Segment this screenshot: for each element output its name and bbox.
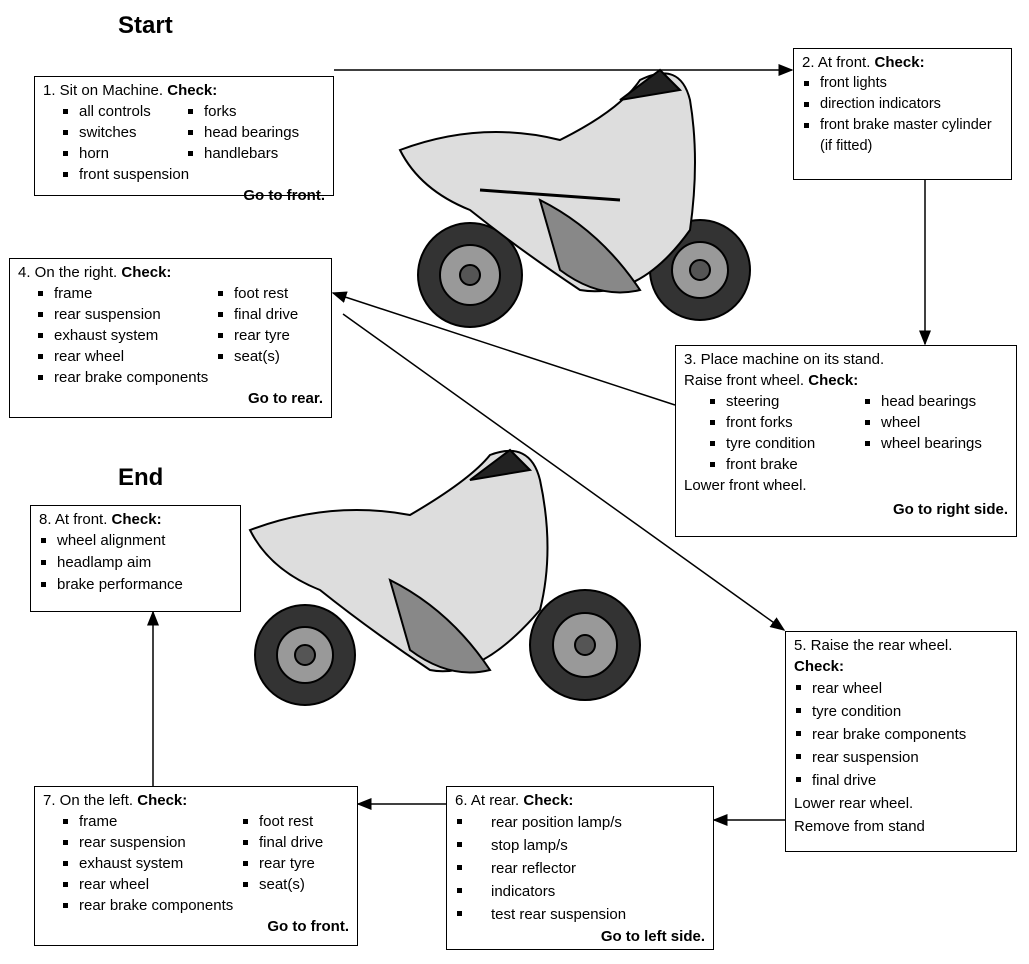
check-label: Check: — [523, 792, 574, 809]
check-label: Check: — [808, 372, 859, 389]
step-heading: 6. At rear. Check: — [455, 790, 705, 811]
step-heading: 2. At front. Check: — [802, 52, 1003, 73]
list-item: seat(s) — [216, 346, 298, 367]
list-item: switches — [61, 122, 186, 143]
list-item: rear tyre — [216, 325, 298, 346]
list-item: rear wheel — [61, 874, 241, 895]
motorcycle-illustration-top — [398, 68, 751, 328]
check-label: Check: — [121, 264, 172, 281]
list-item: headlamp aim — [39, 552, 232, 574]
list-item: wheel — [863, 412, 982, 433]
list-item: frame — [61, 811, 241, 832]
list-item: foot rest — [216, 283, 298, 304]
list-item: exhaust system — [61, 853, 241, 874]
list-item: exhaust system — [36, 325, 216, 346]
list-item: rear suspension — [36, 304, 216, 325]
list-item: rear brake components — [61, 895, 241, 916]
list-item: head bearings — [863, 391, 982, 412]
step-heading: 8. At front. Check: — [39, 509, 232, 530]
step-heading: 1. Sit on Machine. Check: — [43, 80, 325, 101]
list-item: horn — [61, 143, 186, 164]
list-item: tyre condition — [794, 700, 1008, 723]
heading-text: 6. At rear. — [455, 792, 520, 809]
heading-text: 7. On the left. — [43, 792, 134, 809]
heading-text: 8. At front. — [39, 511, 108, 528]
motorcycle-illustration-bottom — [248, 448, 641, 706]
list-item: rear tyre — [241, 853, 323, 874]
list-item: indicators — [455, 880, 705, 903]
check-label: Check: — [137, 792, 188, 809]
go-to-label: Go to left side. — [600, 928, 705, 945]
list-item: final drive — [216, 304, 298, 325]
list-item: foot rest — [241, 811, 323, 832]
heading-text: 2. At front. — [802, 54, 871, 71]
list-item: seat(s) — [241, 874, 323, 895]
list-item: front forks — [708, 412, 863, 433]
step-heading: 3. Place machine on its stand. — [684, 351, 885, 368]
list-item: rear reflector — [455, 857, 705, 880]
arrow-3-to-4 — [331, 291, 676, 406]
step-subheading: Raise front wheel. Check: — [684, 370, 1008, 391]
list-item: test rear suspension — [455, 903, 705, 926]
list-item: rear brake components — [794, 723, 1008, 746]
check-label: Check: — [874, 54, 925, 71]
step-3-box: 3. Place machine on its stand. Raise fro… — [675, 345, 1017, 537]
go-to-label: Go to right side. — [893, 501, 1008, 518]
after-text: Lower rear wheel. — [794, 795, 914, 812]
after-text: Lower front wheel. — [684, 477, 807, 494]
list-item: steering — [708, 391, 863, 412]
list-item: handlebars — [186, 143, 299, 164]
list-item: rear brake components — [36, 367, 216, 388]
list-item: rear wheel — [794, 677, 1008, 700]
list-item: head bearings — [186, 122, 299, 143]
heading-text: Raise front wheel. — [684, 372, 805, 389]
go-to-label: Go to front. — [243, 187, 325, 204]
list-item: tyre condition — [708, 433, 863, 454]
step-heading: 7. On the left. Check: — [43, 790, 349, 811]
end-title: End — [118, 464, 164, 491]
heading-text: 4. On the right. — [18, 264, 118, 281]
list-item: brake performance — [39, 574, 232, 596]
list-item: frame — [36, 283, 216, 304]
list-item: rear suspension — [794, 746, 1008, 769]
arrow-4-to-5 — [342, 313, 786, 631]
list-item: stop lamp/s — [455, 834, 705, 857]
step-5-box: 5. Raise the rear wheel. Check: rear whe… — [785, 631, 1017, 852]
list-item: wheel alignment — [39, 530, 232, 552]
list-item: rear suspension — [61, 832, 241, 853]
step-heading: 5. Raise the rear wheel. — [794, 637, 953, 654]
go-to-label: Go to rear. — [247, 390, 323, 407]
list-item: direction indicators — [802, 94, 1003, 115]
list-item: front brake — [708, 454, 863, 475]
list-item: forks — [186, 101, 299, 122]
check-label: Check: — [167, 82, 218, 99]
heading-text: 1. Sit on Machine. — [43, 82, 164, 99]
list-item: rear position lamp/s — [455, 811, 705, 834]
list-item: front brake master cylinder (if fitted) — [802, 115, 1003, 157]
list-item: rear wheel — [36, 346, 216, 367]
step-heading: 4. On the right. Check: — [18, 262, 323, 283]
start-title: Start — [118, 12, 173, 39]
list-item: front lights — [802, 73, 1003, 94]
check-label: Check: — [111, 511, 162, 528]
list-item: all controls — [61, 101, 186, 122]
check-label: Check: — [794, 658, 845, 675]
list-item: wheel bearings — [863, 433, 982, 454]
list-item: front suspension — [61, 164, 189, 185]
list-item: final drive — [241, 832, 323, 853]
after-text: Remove from stand — [794, 818, 925, 835]
go-to-label: Go to front. — [267, 918, 349, 935]
list-item: final drive — [794, 769, 1008, 792]
